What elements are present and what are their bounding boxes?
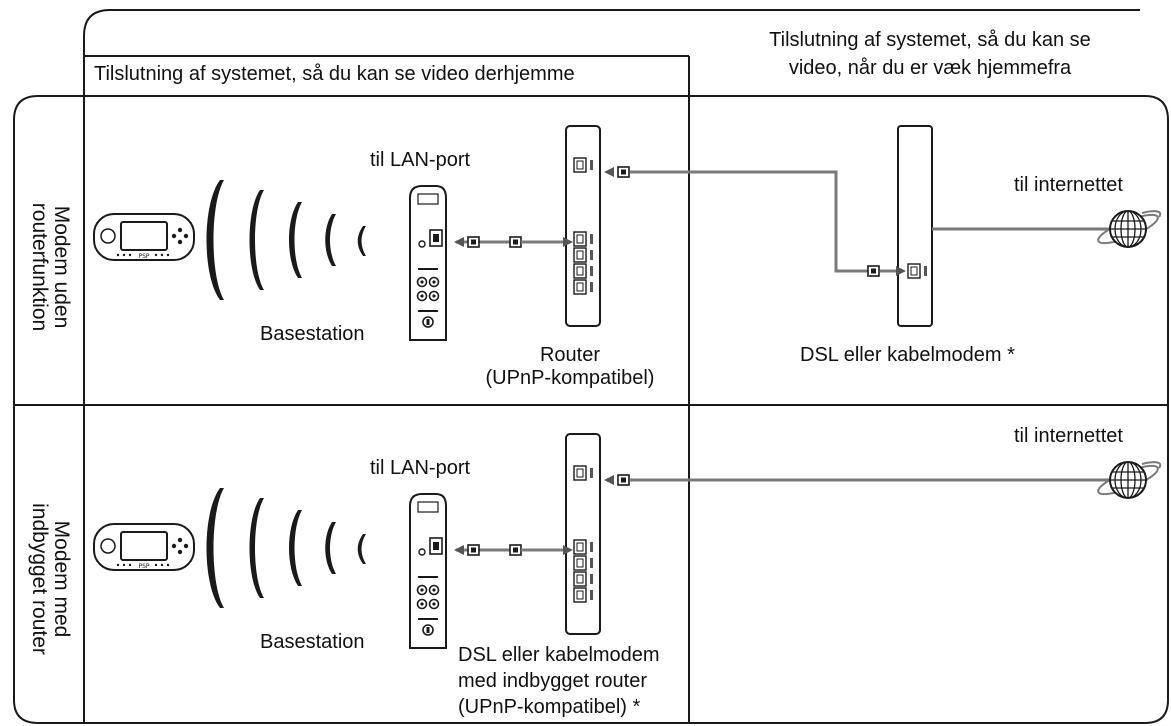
row1-router-label-line1: Router: [539, 344, 601, 366]
row2-router-label-line1: DSL eller kabelmodem: [458, 644, 660, 666]
router-icon: [565, 433, 601, 635]
row1-side-label: Modem uden routerfunktion: [28, 187, 73, 347]
row2-base-station-label: Basestation: [260, 631, 365, 653]
base-station-icon: [409, 185, 447, 341]
row2-router-label-line2: med indbygget router: [458, 670, 648, 692]
wireless-signal-icon: [206, 180, 366, 300]
right-column-title-line2: video, når du er væk hjemmefra: [788, 57, 1072, 79]
diagram-frame: [13, 9, 1169, 724]
psp-console-icon: [93, 523, 195, 571]
row1-modem-label: DSL eller kabelmodem *: [800, 344, 1015, 366]
row1-lan-port-label: til LAN-port: [370, 149, 471, 171]
router-icon: [565, 125, 601, 327]
left-column-title: Tilslutning af systemet, så du kan se vi…: [94, 63, 575, 85]
base-station-icon: [409, 493, 447, 649]
row2-lan-port-label: til LAN-port: [370, 457, 471, 479]
row1-side-label-line2: routerfunktion: [28, 202, 51, 332]
row1-side-label-line1: Modem uden: [50, 205, 73, 329]
psp-console-icon: [93, 213, 195, 261]
row1-devices: [93, 125, 1162, 341]
row2-devices: [93, 433, 1162, 649]
wireless-signal-icon: [206, 488, 366, 608]
row1-base-station-label: Basestation: [260, 323, 365, 345]
row2-side-label: Modem med indbygget router: [28, 489, 73, 669]
row2-side-label-line1: Modem med: [50, 520, 73, 638]
row1-router-label-line2: (UPnP-kompatibel): [485, 367, 655, 389]
row2-internet-label: til internettet: [1014, 425, 1123, 447]
modem-icon: [897, 125, 933, 327]
right-column-title-line1: Tilslutning af systemet, så du kan se: [769, 29, 1091, 51]
row2-side-label-line2: indbygget router: [28, 503, 51, 655]
row2-router-label-line3: (UPnP-kompatibel) *: [458, 696, 641, 718]
row1-internet-label: til internettet: [1014, 174, 1123, 196]
